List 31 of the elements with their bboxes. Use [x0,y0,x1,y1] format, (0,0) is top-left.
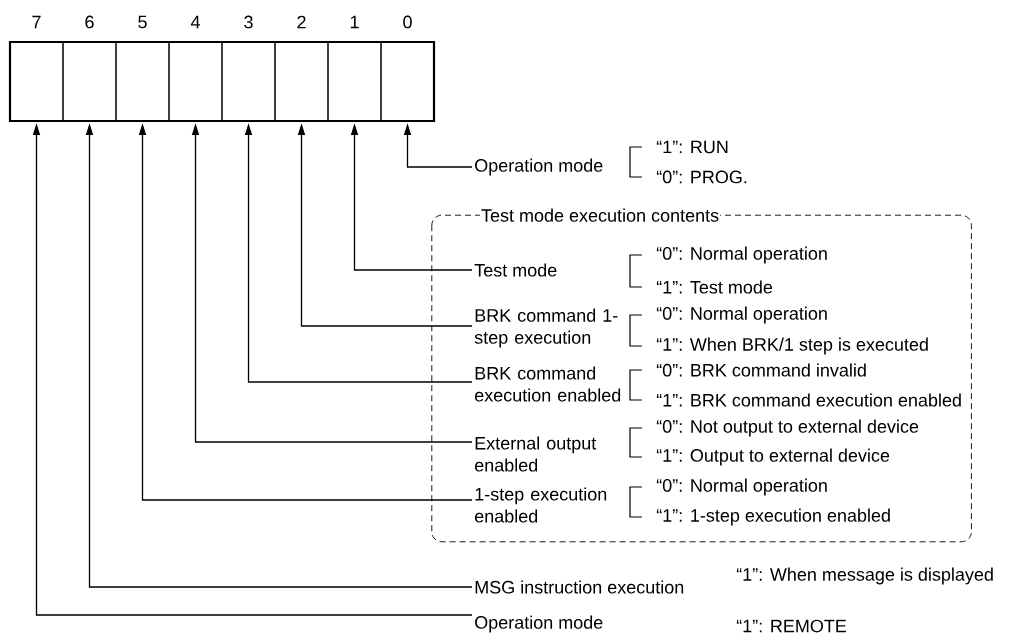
field-label: MSG instruction execution [475,580,684,594]
group-heading: Test mode execution contents [480,207,721,223]
field-label: Operation mode [475,615,603,633]
option-text: “1”: REMOTE [736,619,847,633]
option-text: “0”: Normal operation [656,306,827,324]
field-label: BRK command execution enabled [474,366,621,402]
bit-number: 4 [190,15,200,29]
field-label: Test mode [474,263,557,277]
field-label: 1-step execution enabled [474,487,607,523]
option-text: “0”: Normal operation [656,478,827,496]
bit-number: 5 [138,15,147,29]
bit-number: 6 [85,15,94,29]
field-label: Operation mode [475,158,603,176]
bit-number: 2 [297,15,306,29]
field-label: BRK command 1-step execution [474,308,618,348]
option-text: “0”: PROG. [656,170,747,184]
option-text: “1”: When BRK/1 step is executed [656,337,928,355]
option-text: “1”: RUN [656,140,728,154]
option-text: “1”: Output to external device [656,448,890,466]
option-text: “0”: Normal operation [656,246,827,264]
bit-number: 1 [350,15,359,29]
bit-number: 3 [244,15,253,29]
option-text: “1”: Test mode [656,280,773,294]
bit-number: 7 [32,15,41,29]
option-text: “1”: When message is displayed [736,567,993,585]
bit-number: 0 [403,15,412,29]
option-text: “0”: Not output to external device [656,419,919,437]
option-text: “1”: 1-step execution enabled [656,508,890,526]
field-label: External output enabled [474,436,597,472]
option-text: “1”: BRK command execution enabled [656,393,961,407]
option-text: “0”: BRK command invalid [656,363,866,377]
